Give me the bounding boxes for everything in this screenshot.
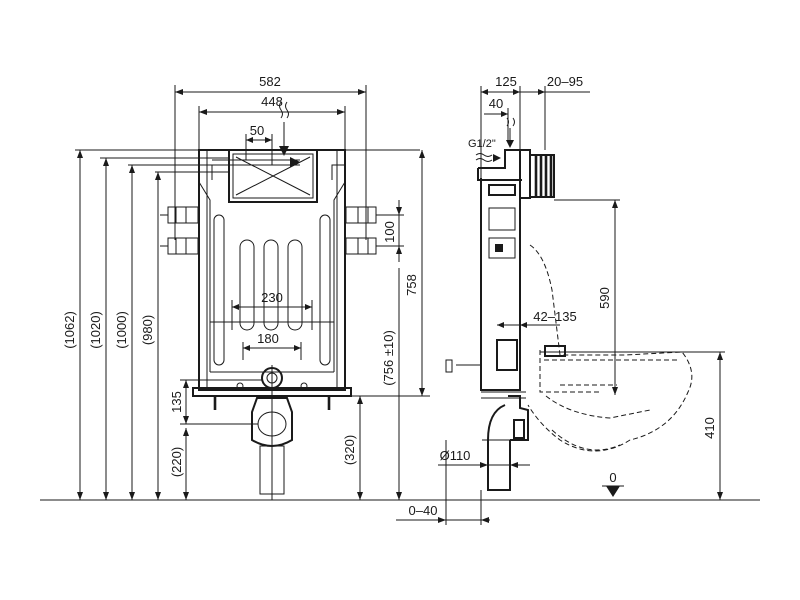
- floor-level-marker: 0: [602, 470, 624, 497]
- dimension-125: 125: [480, 74, 521, 178]
- dimension-diameter-110: Ø110: [438, 448, 530, 468]
- label-floor-level: 0: [609, 470, 616, 485]
- actuator-box-side: [520, 149, 620, 201]
- label-582: 582: [259, 74, 281, 89]
- label-1020: (1020): [88, 311, 103, 349]
- dimension-582: 582: [174, 74, 367, 240]
- label-448: 448: [261, 94, 283, 109]
- frame-outline: [192, 149, 352, 397]
- dimension-1000: (1000): [114, 165, 135, 500]
- label-0-40: 0–40: [409, 503, 438, 518]
- dimension-756: (756 ±10): [381, 268, 402, 500]
- front-view: 582 448 50: [62, 74, 430, 500]
- label-125: 125: [495, 74, 517, 89]
- label-230: 230: [261, 290, 283, 305]
- label-diameter-110: Ø110: [440, 448, 471, 463]
- dimension-230: 230: [210, 290, 334, 330]
- dimension-1020: (1020): [88, 158, 109, 500]
- label-1000: (1000): [114, 311, 129, 349]
- label-410: 410: [702, 417, 717, 439]
- dimension-42-135: 42–135: [497, 309, 577, 345]
- label-590: 590: [597, 287, 612, 309]
- base-bolts: [213, 382, 331, 410]
- dimension-758: 758: [351, 150, 430, 397]
- left-mounting-brackets: [160, 206, 199, 255]
- side-view: 125 20–95 40 G1/2": [396, 74, 725, 525]
- dimension-410: 410: [702, 352, 723, 500]
- label-980: (980): [140, 315, 155, 345]
- label-1062: (1062): [62, 311, 77, 349]
- side-frame-profile: [445, 149, 526, 399]
- label-50: 50: [250, 123, 264, 138]
- label-20-95: 20–95: [547, 74, 583, 89]
- slotted-plates: [213, 214, 331, 366]
- label-42-135: 42–135: [533, 309, 576, 324]
- dimension-320: (320): [342, 396, 363, 500]
- dimension-448: 448: [198, 94, 346, 150]
- dimension-135: 135: [169, 379, 262, 425]
- label-180: 180: [257, 331, 279, 346]
- dimension-980: (980): [140, 172, 161, 500]
- right-mounting-brackets: [345, 206, 404, 255]
- dimension-50: 50: [245, 123, 273, 165]
- label-220: (220): [169, 447, 184, 477]
- water-inlet-symbol: [279, 101, 289, 156]
- toilet-bowl-dashed: [527, 244, 725, 452]
- label-100: 100: [382, 221, 397, 243]
- dimension-590: 590: [597, 200, 618, 395]
- label-thread-size: G1/2": [468, 138, 496, 150]
- drain-pipe-front: [251, 365, 293, 500]
- label-756: (756 ±10): [381, 330, 396, 386]
- label-40: 40: [489, 96, 503, 111]
- dimension-220: (220): [169, 428, 189, 500]
- dimension-100: 100: [382, 200, 402, 262]
- label-135: 135: [169, 391, 184, 413]
- dimension-40: 40: [484, 96, 509, 140]
- level-lines: [75, 149, 420, 173]
- water-inlet-symbol-side: G1/2": [468, 117, 515, 162]
- label-320: (320): [342, 435, 357, 465]
- dimension-180: 180: [242, 331, 302, 360]
- drain-pipe-side: [482, 395, 529, 491]
- dimension-20-95: 20–95: [520, 74, 590, 150]
- dimension-1062: (1062): [62, 150, 83, 500]
- dimension-0-40: 0–40: [396, 440, 490, 525]
- label-758: 758: [404, 274, 419, 296]
